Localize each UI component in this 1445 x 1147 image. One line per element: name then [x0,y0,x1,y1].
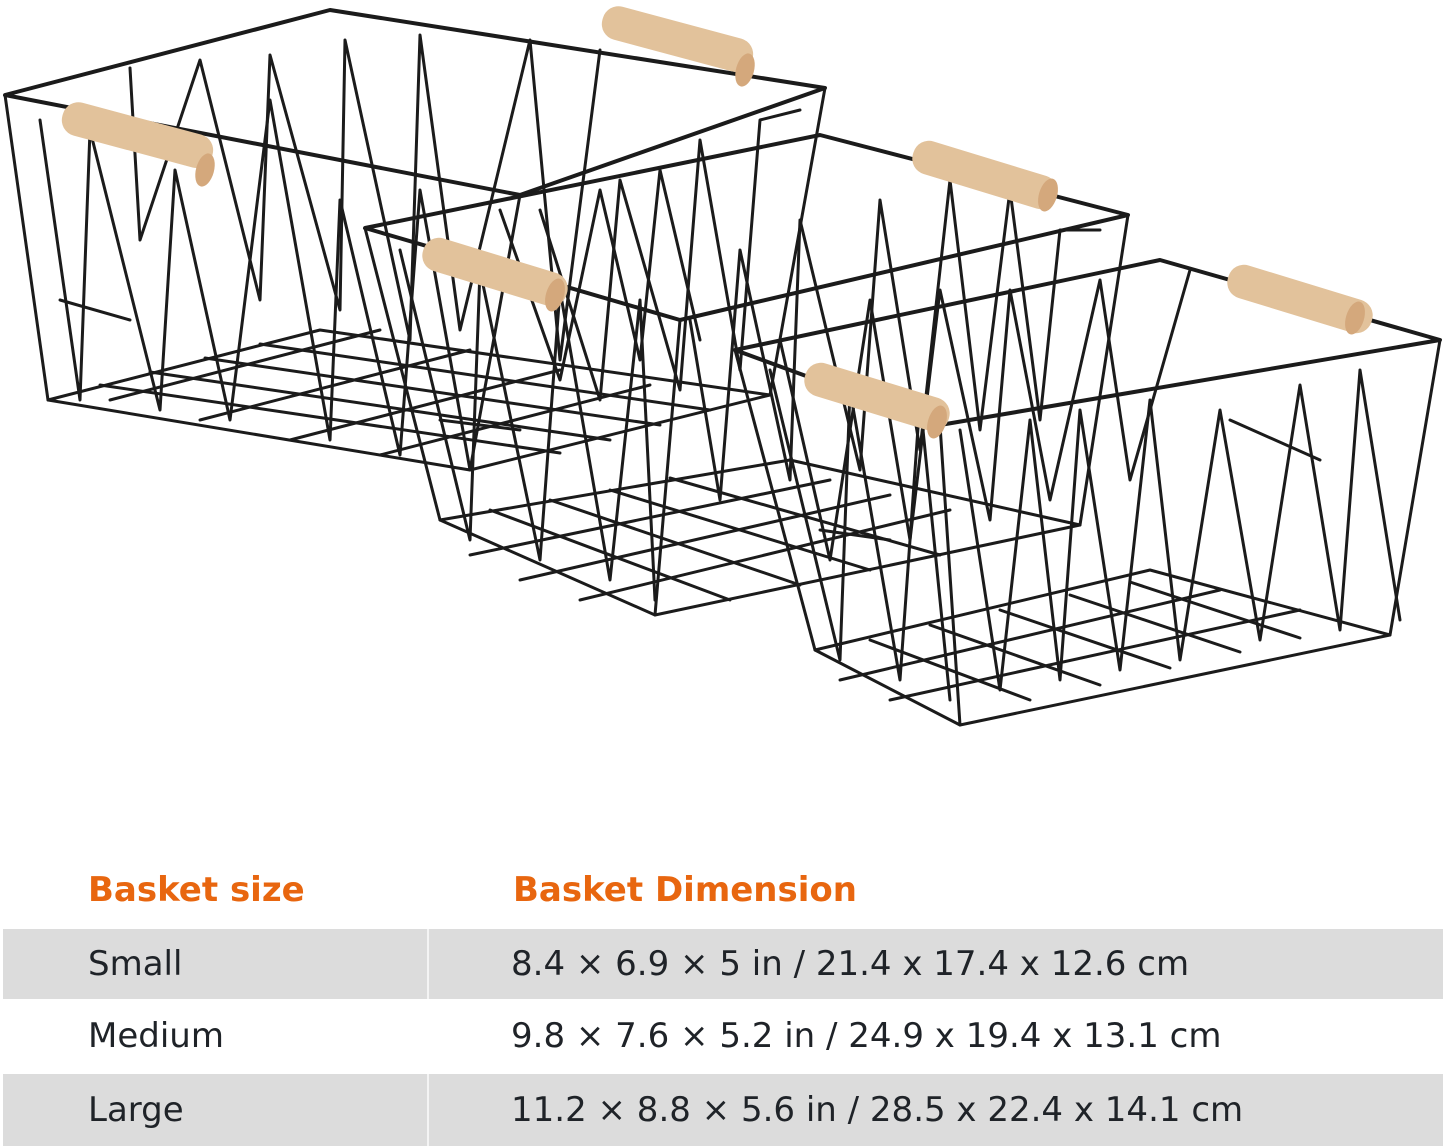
dimension-table-header: Basket size Basket Dimension [0,862,1445,922]
basket-set-illustration [3,6,1442,727]
column-divider [427,1074,429,1146]
header-basket-dimension: Basket Dimension [513,870,857,910]
wooden-handle-icon [804,264,1373,439]
dimension-cell: 9.8 × 7.6 × 5.2 in / 24.9 x 19.4 x 13.1 … [429,1000,1443,1072]
column-divider [427,1000,429,1072]
size-cell: Small [3,929,427,999]
wooden-handle-icon [422,140,1058,312]
dimension-cell: 11.2 × 8.8 × 5.6 in / 28.5 x 22.4 x 14.1… [429,1074,1443,1146]
column-divider [427,929,429,999]
large-basket-icon [3,8,827,472]
medium-basket-icon [363,133,1130,617]
dimension-cell: 8.4 × 6.9 × 5 in / 21.4 x 17.4 x 12.6 cm [429,929,1443,999]
table-row: Small 8.4 × 6.9 × 5 in / 21.4 x 17.4 x 1… [3,929,1443,999]
table-row: Medium 9.8 × 7.6 × 5.2 in / 24.9 x 19.4 … [3,1000,1443,1072]
wooden-handle-icon [61,6,755,187]
header-basket-size: Basket size [88,870,305,910]
table-row: Large 11.2 × 8.8 × 5.6 in / 28.5 x 22.4 … [3,1074,1443,1146]
size-cell: Large [3,1074,427,1146]
size-cell: Medium [3,1000,427,1072]
